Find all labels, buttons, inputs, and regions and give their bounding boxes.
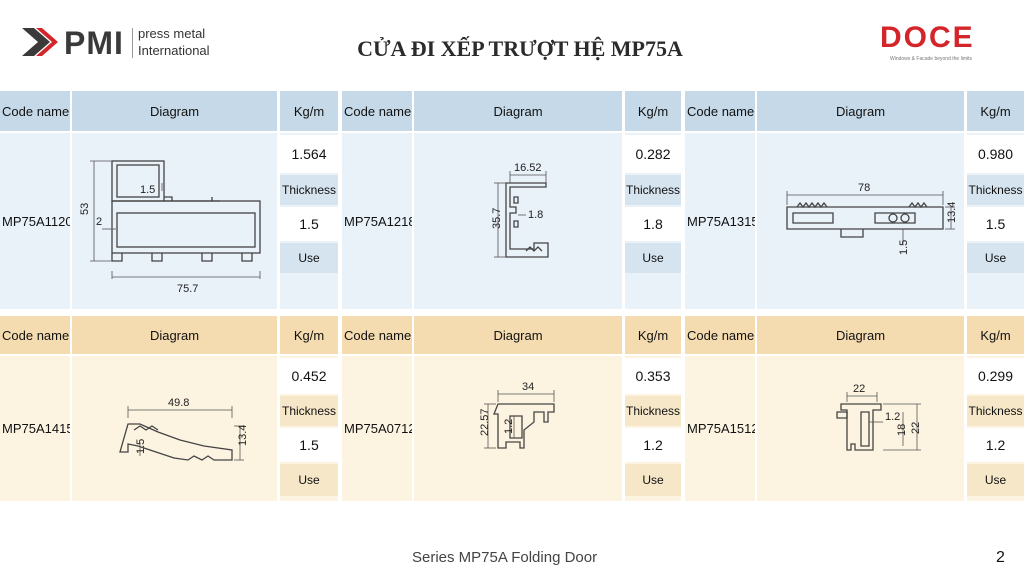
dim-width: 34 [522,381,534,393]
diagram-cell [72,356,277,501]
dim-height: 35.7 [491,208,503,229]
dim-thickness: 1.5 [135,439,147,454]
use-label: Use [280,464,338,496]
dim-width: 75.7 [177,283,198,295]
code-cell: MP75A1218 [342,133,412,309]
dim-height: 22 [910,422,922,434]
header-code-2: Code name [342,91,412,131]
dim-width: 16.52 [514,162,542,174]
header-kg-5: Kg/m [625,316,681,354]
code-cell: MP75A1120 [0,133,70,309]
header-code-6: Code name [685,316,755,354]
dim-width: 22 [853,383,865,395]
header-code-1: Code name [0,91,70,131]
profile-diagram-mp75a1315: 78 13.4 1.5 [786,182,958,255]
profile-diagram-mp75a1512: 22 1.2 18 22 [836,383,922,451]
dim-inner-height: 18 [896,424,908,436]
thickness-label: Thickness [625,396,681,426]
use-label: Use [625,464,681,496]
pmi-mark-text: PMI [64,25,124,61]
diagram-cell [414,356,622,501]
header-code-5: Code name [342,316,412,354]
header-diagram-2: Diagram [414,91,622,131]
use-label: Use [625,243,681,273]
diagram-cell [72,133,277,309]
thickness-label: Thickness [280,175,338,205]
profile-diagram-mp75a1218: 16.52 35.7 1.8 [491,162,549,258]
dim-height: 53 [79,203,91,215]
code-cell: MP75A1512 [685,356,755,501]
code-cell: MP75A1415 [0,356,70,501]
code-cell: MP75A1315 [685,133,755,309]
diagram-cell [757,133,964,309]
kg-value: 0.353 [625,358,681,394]
profile-diagram-mp75a0712: 34 22.57 1.2 [479,381,555,449]
pmi-chevron-icon [22,28,58,56]
code-cell: MP75A0712 [342,356,412,501]
header-diagram-3: Diagram [757,91,964,131]
thickness-label: Thickness [280,396,338,426]
thickness-value: 1.5 [967,207,1024,241]
header-kg-1: Kg/m [280,91,338,131]
pmi-divider [132,28,133,58]
page-title: CỬA ĐI XẾP TRƯỢT HỆ MP75A [357,36,683,61]
header-kg-6: Kg/m [967,316,1024,354]
pmi-subtitle-1: press metal [138,26,206,41]
doce-mark-text: DOCE [880,21,975,54]
header-kg-3: Kg/m [967,91,1024,131]
page-number: 2 [996,549,1005,566]
dim-thickness: 1.2 [885,411,900,423]
thickness-value: 1.2 [625,428,681,462]
thickness-value: 1.5 [280,207,338,241]
header-diagram-6: Diagram [757,316,964,354]
profile-diagram-mp75a1415: 49.8 13.4 1.5 [119,397,249,461]
thickness-value: 1.2 [967,428,1024,462]
dim-height: 22.57 [479,408,491,436]
kg-value: 0.452 [280,358,338,394]
header-code-4: Code name [0,316,70,354]
use-label: Use [967,243,1024,273]
dim-width: 49.8 [168,397,189,409]
thickness-value: 1.5 [280,428,338,462]
header-diagram-1: Diagram [72,91,277,131]
use-label: Use [967,464,1024,496]
kg-value: 1.564 [280,135,338,173]
header-kg-4: Kg/m [280,316,338,354]
header-diagram-4: Diagram [72,316,277,354]
dim-width: 78 [858,182,870,194]
use-label: Use [280,243,338,273]
doce-logo: DOCE Windows & Facade beyond the limits [880,22,1010,66]
dim-height: 13.4 [946,202,958,223]
dim-thickness: 1.5 [898,240,910,255]
series-footer: Series MP75A Folding Door [412,549,598,566]
thickness-value: 1.8 [625,207,681,241]
profile-diagram-mp75a1120: 53 2 1.5 75.7 [79,160,261,295]
dim-thickness: 1.2 [503,419,515,434]
header-diagram-5: Diagram [414,316,622,354]
kg-value: 0.299 [967,358,1024,394]
header-code-3: Code name [685,91,755,131]
dim-thickness: 1.8 [528,209,543,221]
dim-wall: 2 [96,216,102,228]
slide-header: PMI press metal International CỬA ĐI XẾP… [0,0,1024,90]
thickness-label: Thickness [967,175,1024,205]
kg-value: 0.980 [967,135,1024,173]
thickness-label: Thickness [967,396,1024,426]
pmi-logo: PMI press metal International [20,24,220,64]
pmi-subtitle-2: International [138,43,210,58]
dim-height: 13.4 [237,425,249,446]
dim-thickness: 1.5 [140,184,155,196]
thickness-label: Thickness [625,175,681,205]
header-kg-2: Kg/m [625,91,681,131]
kg-value: 0.282 [625,135,681,173]
doce-tagline: Windows & Facade beyond the limits [890,56,972,62]
profile-table: Code name Diagram Kg/m Code name Diagram… [0,91,1024,501]
